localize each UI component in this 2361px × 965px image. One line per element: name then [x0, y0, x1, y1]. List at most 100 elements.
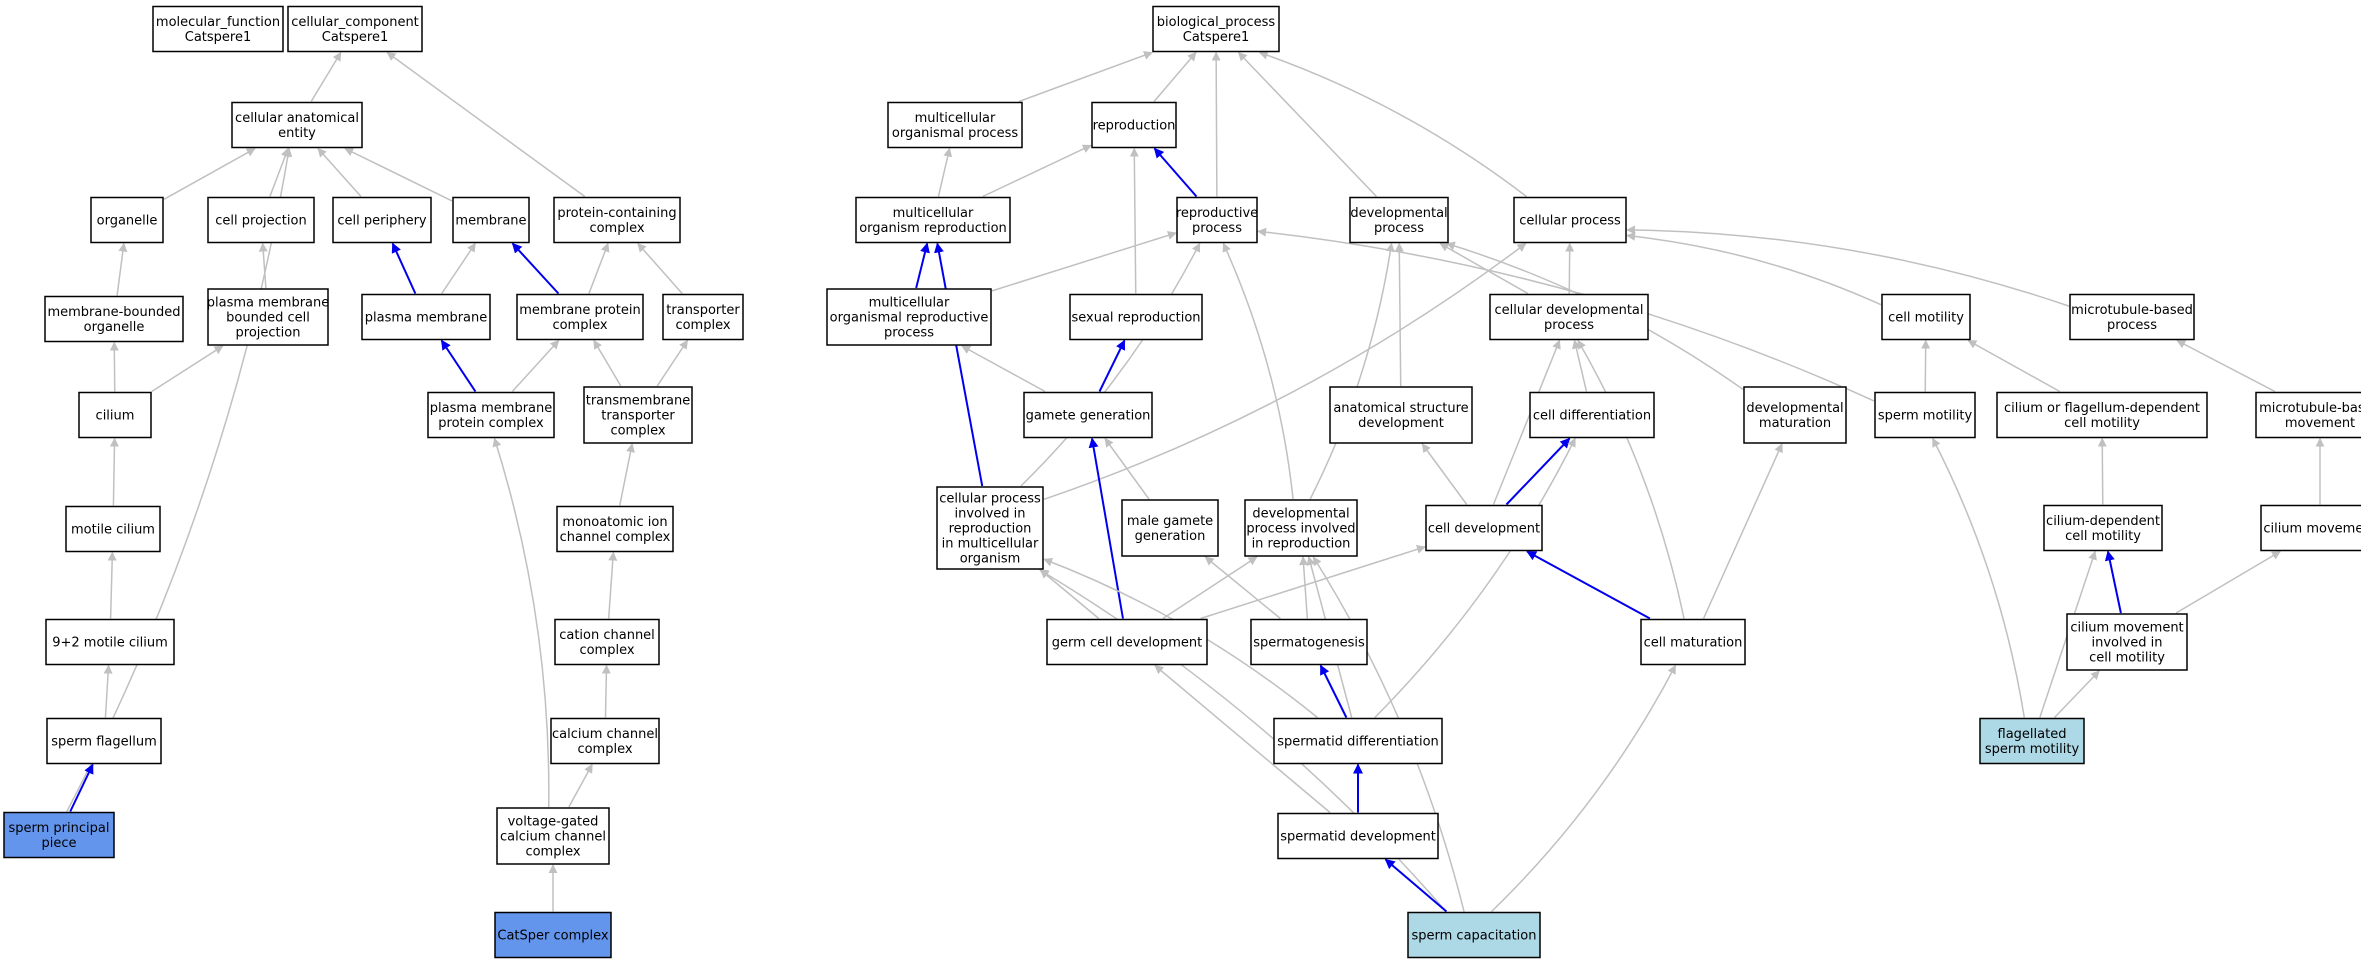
is-a-edge-reproductive-process-to-biological-process — [1211, 51, 1221, 197]
node-cell-maturation[interactable]: cell maturation — [1640, 618, 1746, 666]
node-box — [1349, 196, 1449, 244]
node-box — [826, 288, 992, 346]
node-label-line: organismal reproductive — [830, 311, 989, 326]
node-label-line: reproductive — [1176, 206, 1258, 221]
node-box — [1513, 196, 1627, 244]
node-plasma-membrane[interactable]: plasma membrane — [361, 293, 491, 341]
node-gamete-generation[interactable]: gamete generation — [1023, 391, 1153, 439]
node-label-line: male gamete — [1127, 514, 1213, 529]
is-a-edge-multicellular-organism-reproduction-to-multicellular-organismal-process — [937, 147, 953, 197]
node-membrane[interactable]: membrane — [452, 196, 530, 244]
node-label-line: calcium channel — [552, 727, 658, 742]
node-cilium-movement[interactable]: cilium movement — [2260, 504, 2361, 552]
is-a-edge-spermatogenesis-to-developmental-process-involved-in-reproduction — [1299, 556, 1309, 619]
is-a-edge-cilium-dependent-cell-motility-to-cilium-or-flagellum-dependent-cell-motility — [2097, 437, 2107, 505]
node-box — [1046, 618, 1208, 666]
is-a-edge-cilium-or-flagellum-dependent-cell-motility-to-cell-motility — [1967, 339, 2061, 393]
node-label-line: complex — [552, 318, 607, 333]
node-label-line: cell motility — [2089, 651, 2165, 666]
node-label-line: spermatogenesis — [1253, 636, 1365, 651]
node-box — [1881, 293, 1971, 341]
part-of-edge-gamete-generation-to-sexual-reproduction — [1098, 339, 1126, 392]
node-box — [207, 196, 315, 244]
node-nine-two-motile-cilium[interactable]: 9+2 motile cilium — [45, 618, 175, 666]
node-germ-cell-development[interactable]: germ cell development — [1046, 618, 1208, 666]
is-a-edge-cell-development-to-cellular-developmental-process — [1492, 339, 1561, 505]
node-sperm-motility[interactable]: sperm motility — [1874, 391, 1976, 439]
node-label-line: cilium-dependent — [2046, 514, 2160, 529]
node-spermatid-differentiation[interactable]: spermatid differentiation — [1273, 717, 1443, 765]
node-box — [2260, 504, 2361, 552]
node-label-line: transporter — [601, 409, 675, 424]
node-cellular-process[interactable]: cellular process — [1513, 196, 1627, 244]
node-cell-development[interactable]: cell development — [1425, 504, 1543, 552]
node-label-line: generation — [1135, 529, 1206, 544]
node-sperm-capacitation[interactable]: sperm capacitation — [1407, 911, 1541, 959]
part-of-edge-cilium-movement-involved-in-cell-motility-to-cilium-dependent-cell-motility — [2104, 550, 2122, 614]
node-spermatid-development[interactable]: spermatid development — [1277, 812, 1439, 860]
is-a-edge-cilium-to-pm-bounded-cell-projection — [151, 345, 224, 393]
node-spermatogenesis[interactable]: spermatogenesis — [1250, 618, 1368, 666]
node-label-line: spermatid differentiation — [1277, 735, 1439, 750]
node-microtubule-based-movement[interactable]: microtubule-basedmovement — [2255, 391, 2361, 439]
is-a-edge-reproduction-to-biological-process — [1153, 51, 1197, 102]
node-catsper-complex[interactable]: CatSper complex — [494, 911, 612, 959]
node-label-line: complex — [579, 643, 634, 658]
node-cell-motility[interactable]: cell motility — [1881, 293, 1971, 341]
is-a-edge-microtubule-based-movement-to-microtubule-based-process — [2176, 339, 2276, 393]
node-label-line: voltage-gated — [508, 815, 599, 830]
node-cell-periphery[interactable]: cell periphery — [332, 196, 432, 244]
node-label-line: flagellated — [1998, 727, 2067, 742]
node-label-line: movement — [2285, 416, 2355, 431]
node-reproduction[interactable]: reproduction — [1091, 101, 1177, 149]
node-organelle[interactable]: organelle — [90, 196, 164, 244]
node-cell-projection[interactable]: cell projection — [207, 196, 315, 244]
node-cilium[interactable]: cilium — [78, 391, 152, 439]
part-of-edge-cell-maturation-to-cell-development — [1526, 550, 1651, 620]
node-label-line: transporter — [666, 303, 740, 318]
node-label-line: anatomical structure — [1333, 401, 1468, 416]
node-box — [496, 807, 610, 865]
node-sperm-flagellum[interactable]: sperm flagellum — [46, 717, 162, 765]
node-motile-cilium[interactable]: motile cilium — [65, 505, 161, 553]
node-sexual-reproduction[interactable]: sexual reproduction — [1069, 293, 1203, 341]
node-box — [3, 811, 115, 859]
is-a-edge-pm-protein-complex-to-membrane-protein-complex — [511, 339, 560, 393]
node-label-line: cell development — [1428, 522, 1540, 537]
is-a-edge-cellular-process-involved-in-reproduction-to-reproductive-process — [1020, 242, 1201, 487]
node-cell-differentiation[interactable]: cell differentiation — [1529, 391, 1655, 439]
node-label-line: cellular process — [1519, 214, 1621, 229]
